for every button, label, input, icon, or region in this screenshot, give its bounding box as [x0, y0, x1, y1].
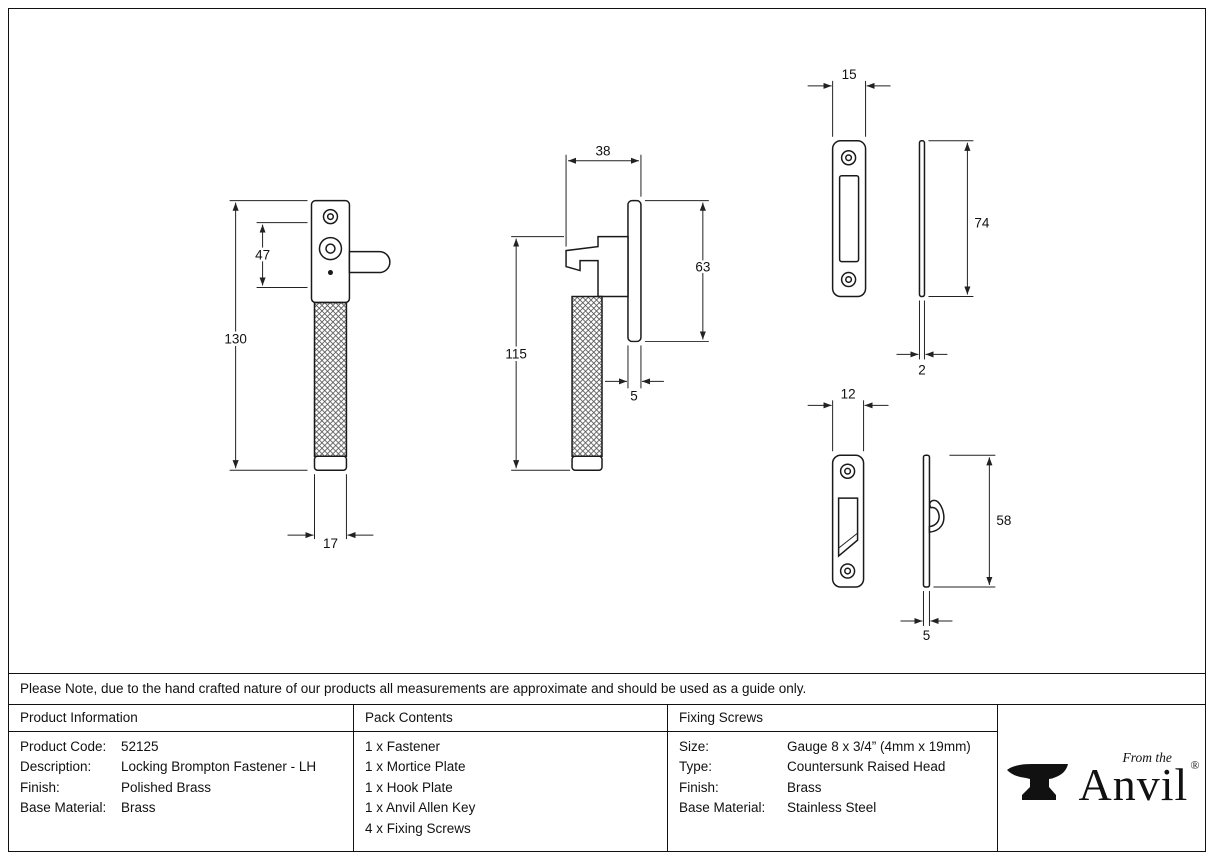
mortice-plate-drawing: 15 74 2: [807, 64, 992, 380]
dimension-label: 115: [505, 346, 526, 361]
info-table: Product Information Product Code: 52125 …: [9, 703, 1205, 852]
finish-row: Finish: Polished Brass: [9, 778, 353, 799]
product-information-header: Product Information: [9, 705, 353, 732]
keeper-slot: [837, 497, 859, 558]
knurled-handle: [313, 301, 348, 457]
dimension-label: 47: [255, 248, 270, 263]
dimension-label: 17: [323, 536, 338, 551]
pack-item: 1 x Hook Plate: [365, 779, 453, 795]
row-label: Base Material:: [20, 800, 107, 816]
pivot-dot: [327, 270, 333, 276]
row-value: Countersunk Raised Head: [787, 759, 946, 775]
latch-mechanism: [565, 235, 629, 298]
row-label: Finish:: [679, 779, 719, 795]
pack-item: 1 x Mortice Plate: [365, 759, 466, 775]
mortice-slot: [838, 174, 860, 263]
row-value: Gauge 8 x 3/4” (4mm x 19mm): [787, 738, 971, 754]
backplate-edge: [627, 199, 642, 343]
dimension-label: 12: [841, 386, 856, 401]
dimension-label: 74: [974, 216, 989, 231]
fastener-side-drawing: 38 115 63 5: [503, 141, 713, 471]
fastener-front-drawing: 130 47 17: [222, 199, 391, 554]
type-row: Type: Countersunk Raised Head: [668, 757, 997, 778]
dimension-label: 5: [630, 388, 638, 403]
row-label: Size:: [679, 738, 710, 754]
pack-contents-header: Pack Contents: [354, 705, 667, 732]
base-material-row: Base Material: Brass: [9, 798, 353, 819]
hook-plate-drawing: 12 58 5: [807, 384, 1014, 645]
hook-plate-edge: [922, 454, 931, 588]
hook: [928, 499, 945, 533]
row-value: Brass: [121, 800, 156, 816]
base-material-row: Base Material: Stainless Steel: [668, 798, 997, 819]
dimension-label: 5: [923, 628, 931, 643]
product-code-row: Product Code: 52125: [9, 737, 353, 758]
note-bar: Please Note, due to the hand crafted nat…: [9, 672, 1205, 704]
row-value: Brass: [787, 779, 822, 795]
registered-mark: ®: [1190, 757, 1200, 772]
row-value: Polished Brass: [121, 779, 212, 795]
row-label: Type:: [679, 759, 713, 775]
pack-item: 1 x Anvil Allen Key: [365, 800, 476, 816]
dimension-label: 130: [224, 331, 246, 346]
product-information-section: Product Information Product Code: 52125 …: [9, 705, 353, 852]
dimension-label: 15: [842, 67, 857, 82]
pack-item: 1 x Fastener: [365, 738, 441, 754]
handle-cap-side: [571, 455, 603, 471]
row-value: Locking Brompton Fastener - LH: [121, 759, 317, 775]
description-row: Description: Locking Brompton Fastener -…: [9, 757, 353, 778]
size-row: Size: Gauge 8 x 3/4” (4mm x 19mm): [668, 737, 997, 758]
fixing-screws-header: Fixing Screws: [668, 705, 997, 732]
dimension-label: 58: [996, 513, 1011, 528]
row-label: Product Code:: [20, 738, 107, 754]
technical-drawing-area: 130 47 17 38: [9, 9, 1205, 673]
technical-drawing-svg: 130 47 17 38: [222, 64, 1014, 645]
handle-cap: [313, 455, 348, 471]
note-text: Please Note, due to the hand crafted nat…: [20, 681, 807, 697]
fastener-nib: [348, 250, 391, 274]
fixing-screws-section: Fixing Screws Size: Gauge 8 x 3/4” (4mm …: [667, 704, 997, 852]
datasheet-frame: 130 47 17 38: [8, 8, 1206, 852]
finish-row: Finish: Brass: [668, 778, 997, 799]
pack-item: 4 x Fixing Screws: [365, 820, 471, 836]
row-label: Finish:: [20, 779, 60, 795]
dimension-label: 38: [596, 144, 611, 159]
row-value: 52125: [121, 738, 159, 754]
row-value: Stainless Steel: [787, 800, 877, 816]
anvil-icon: [1006, 764, 1068, 801]
logo-prefix: From the: [1122, 750, 1172, 766]
dimension-label: 63: [695, 260, 710, 275]
pack-contents-section: Pack Contents 1 x Fastener 1 x Mortice P…: [353, 704, 667, 852]
row-label: Description:: [20, 759, 92, 775]
logo-name: Anvil: [1078, 759, 1189, 811]
mortice-plate-edge: [918, 140, 926, 298]
row-label: Base Material:: [679, 800, 766, 816]
knurled-handle-side: [571, 295, 603, 457]
dimension-label: 2: [918, 362, 926, 377]
